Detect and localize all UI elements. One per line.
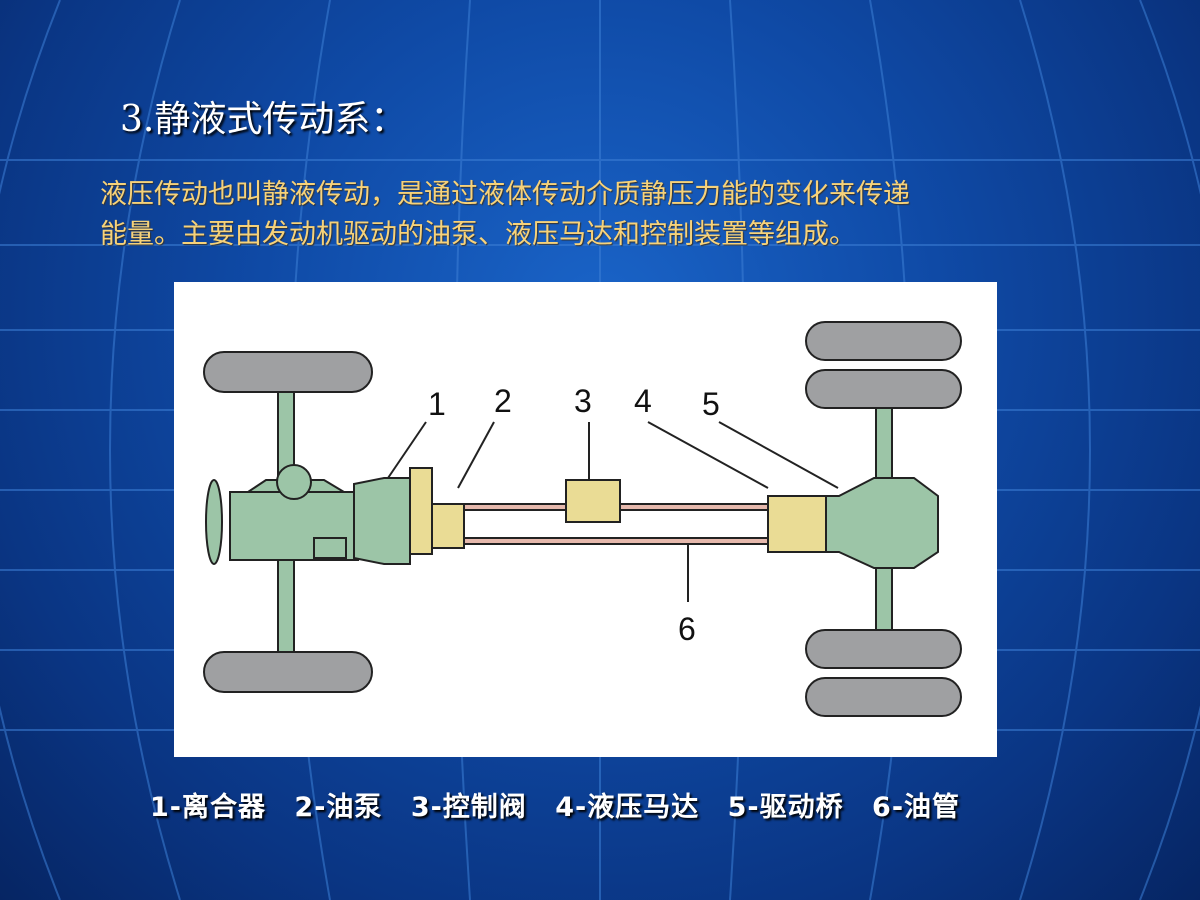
- front-right-wheel: [203, 651, 373, 693]
- legend-item-oil-pipe: 6-油管: [872, 792, 961, 823]
- legend-item-oil-pump: 2-油泵: [294, 792, 383, 823]
- rear-left-wheel-inner: [805, 369, 962, 409]
- oil-pump: [431, 503, 465, 549]
- legend-item-control-valve: 3-控制阀: [410, 792, 527, 823]
- engine-starter: [313, 537, 347, 559]
- drive-axle: [825, 477, 939, 569]
- slide-title: 3.静液式传动系：: [120, 99, 407, 140]
- clutch-housing: [353, 477, 411, 565]
- oil-pipe-lower: [463, 537, 769, 545]
- label-2: 2: [494, 383, 512, 419]
- label-3: 3: [574, 383, 592, 419]
- rear-left-wheel-outer: [805, 321, 962, 361]
- leader-5: [718, 421, 839, 489]
- label-1: 1: [428, 386, 446, 422]
- clutch: [409, 467, 433, 555]
- hydrostatic-drivetrain-diagram: 1 2 3 4 5 6: [203, 321, 962, 717]
- label-4: 4: [634, 383, 652, 419]
- description: 液压传动也叫静液传动，是通过液体传动介质静压力能的变化来传递 能量。主要由发动机…: [100, 175, 1120, 255]
- engine-air-cleaner: [276, 464, 312, 500]
- legend-item-clutch: 1-离合器: [150, 792, 266, 823]
- leader-4: [647, 421, 769, 489]
- rear-right-wheel-inner: [805, 629, 962, 669]
- diagram-panel: 1 2 3 4 5 6: [174, 282, 997, 757]
- front-left-wheel: [203, 351, 373, 393]
- label-5: 5: [702, 386, 720, 422]
- component-legend: 1-离合器 2-油泵 3-控制阀 4-液压马达 5-驱动桥 6-油管: [150, 785, 1060, 824]
- rear-right-wheel-outer: [805, 677, 962, 717]
- label-6: 6: [678, 611, 696, 647]
- legend-item-hydraulic-motor: 4-液压马达: [555, 792, 700, 823]
- leader-2: [457, 421, 495, 489]
- description-line-2: 能量。主要由发动机驱动的油泵、液压马达和控制装置等组成。: [100, 219, 856, 250]
- hydraulic-motor: [767, 495, 827, 553]
- leader-1: [387, 421, 427, 479]
- legend-item-drive-axle: 5-驱动桥: [727, 792, 844, 823]
- description-line-1: 液压传动也叫静液传动，是通过液体传动介质静压力能的变化来传递: [100, 179, 910, 210]
- control-valve: [565, 479, 621, 523]
- engine-fan: [205, 479, 223, 565]
